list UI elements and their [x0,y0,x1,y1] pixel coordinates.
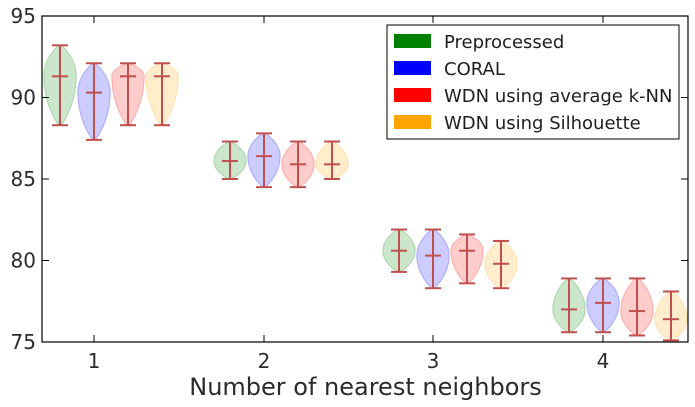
legend-swatch [394,61,431,75]
x-tick-label: 3 [427,349,440,373]
y-tick-label: 95 [11,4,36,28]
legend-box [386,24,680,140]
x-axis-label: Number of nearest neighbors [189,373,542,401]
legend-swatch [394,34,431,48]
x-tick-label: 2 [258,349,271,373]
y-tick-label: 90 [11,86,36,110]
legend-label: WDN using average k-NN [444,86,672,107]
plot-area [43,44,688,342]
y-tick-label: 85 [11,167,36,191]
y-tick-label: 75 [11,330,36,354]
y-tick-label: 80 [11,249,36,273]
legend-swatch [394,88,431,102]
legend-label: WDN using Silhouette [444,113,641,134]
legend-label: CORAL [444,59,505,80]
legend-label: Preprocessed [444,32,564,53]
axes-layer: 75 80 85 90 95 1 2 3 4 [11,4,689,373]
legend-swatch [394,115,431,129]
x-tick-label: 4 [597,349,610,373]
x-tick-label: 1 [88,349,101,373]
